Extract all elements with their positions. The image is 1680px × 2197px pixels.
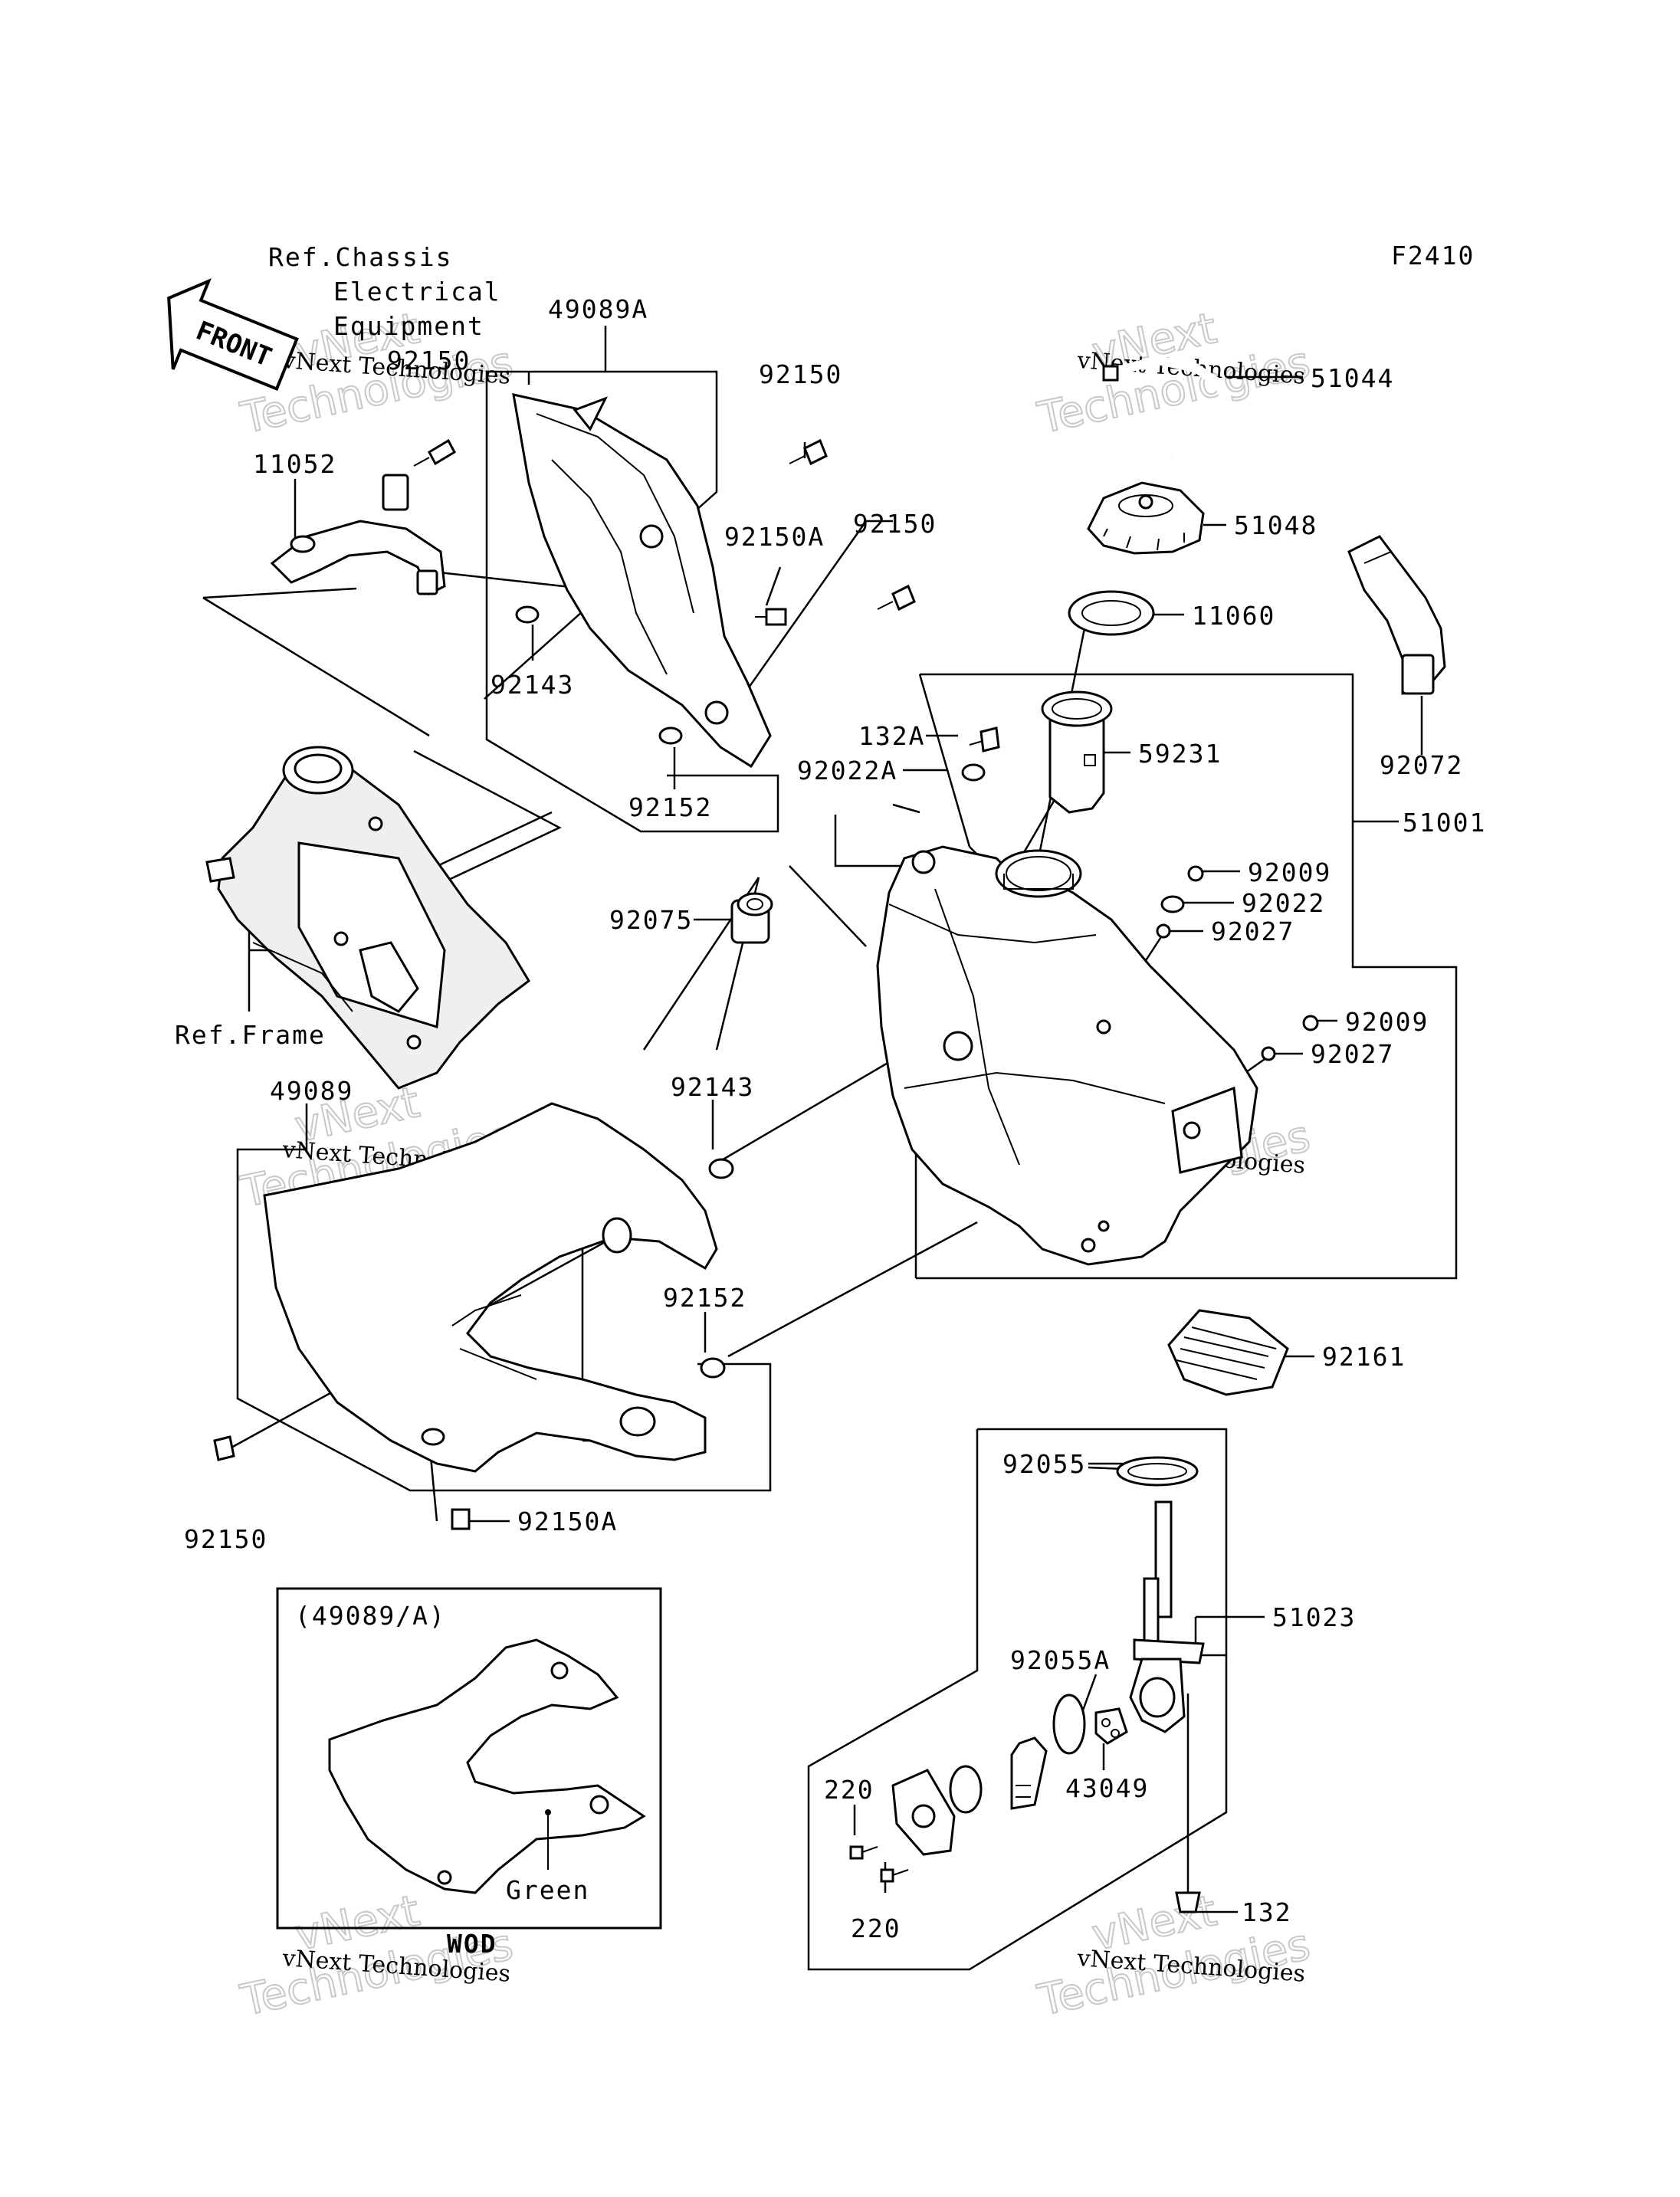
part-label: 51044 (1311, 363, 1394, 393)
part-label: 92150A (724, 522, 825, 552)
part-label: 92150 (853, 509, 937, 539)
part-label: 92161 (1322, 1342, 1406, 1372)
part-label: 43049 (1065, 1773, 1149, 1803)
part-label: 11052 (253, 449, 336, 479)
part-label: 92143 (671, 1072, 754, 1102)
inset-color-label: Green (506, 1875, 589, 1905)
shroud-upper-49089A (512, 393, 772, 769)
frame-reference (205, 746, 530, 1090)
ref-chassis-label: Ref.Chassis (268, 242, 453, 272)
part-label: 92022 (1242, 888, 1325, 918)
inset-box: (49089/A) Green WOD (276, 1587, 662, 1959)
part-label: 92009 (1345, 1007, 1429, 1037)
part-label: 92055 (1002, 1449, 1086, 1479)
strainer-59231 (1041, 690, 1113, 814)
shroud-lower-49089 (263, 1102, 718, 1473)
fuel-cap-51048 (1087, 481, 1205, 555)
part-label: 220 (824, 1775, 874, 1805)
inset-title: (49089/A) (295, 1601, 446, 1631)
part-label: 92150 (387, 346, 471, 375)
part-label: 92150 (759, 359, 842, 389)
part-label: 92055A (1010, 1645, 1111, 1675)
fuel-tank-51001 (876, 845, 1258, 1266)
part-label: 51023 (1272, 1602, 1356, 1632)
part-label: 92022A (797, 756, 897, 785)
part-label: 92143 (491, 670, 574, 700)
part-label: 92027 (1211, 917, 1294, 946)
part-label: 59231 (1138, 739, 1222, 769)
pad-92161 (1167, 1309, 1289, 1396)
part-label: 51048 (1234, 510, 1317, 540)
ref-electrical-label: Electrical (333, 277, 501, 307)
part-label: 92075 (609, 905, 693, 935)
part-label: 220 (851, 1913, 901, 1943)
breather-hose-51044 (1102, 355, 1232, 458)
part-label: 92152 (663, 1283, 746, 1313)
part-label: 49089A (548, 294, 648, 324)
bracket-11052 (270, 474, 446, 596)
part-label: 92152 (628, 792, 712, 822)
part-label: 51001 (1403, 808, 1486, 838)
washer-icon (515, 605, 1319, 1379)
part-label: 92150 (184, 1524, 267, 1554)
ref-frame-label: Ref.Frame (175, 1020, 326, 1050)
part-label: 92072 (1380, 750, 1463, 780)
part-label: 49089 (270, 1076, 353, 1106)
part-label: 11060 (1192, 601, 1275, 631)
ref-equipment-label: Equipment (333, 311, 484, 341)
part-labels: 49089A 92150 92150 11052 92150 92150A 92… (175, 294, 1486, 1943)
inset-code: WOD (447, 1929, 497, 1959)
leader-lines (202, 326, 1458, 1971)
figure-code: F2410 (1391, 241, 1475, 271)
part-label: 92009 (1248, 857, 1331, 887)
gasket-11060 (1068, 590, 1155, 636)
part-label: 132 (1242, 1897, 1292, 1927)
grommet-92075 (730, 892, 773, 944)
bolt-icon (213, 438, 1201, 1913)
part-label: 92150A (517, 1507, 618, 1536)
strap-92072 (1347, 535, 1446, 695)
fuel-valve-51023 (891, 1456, 1205, 1856)
part-label: 92027 (1311, 1039, 1394, 1069)
part-label: 132A (858, 721, 925, 751)
